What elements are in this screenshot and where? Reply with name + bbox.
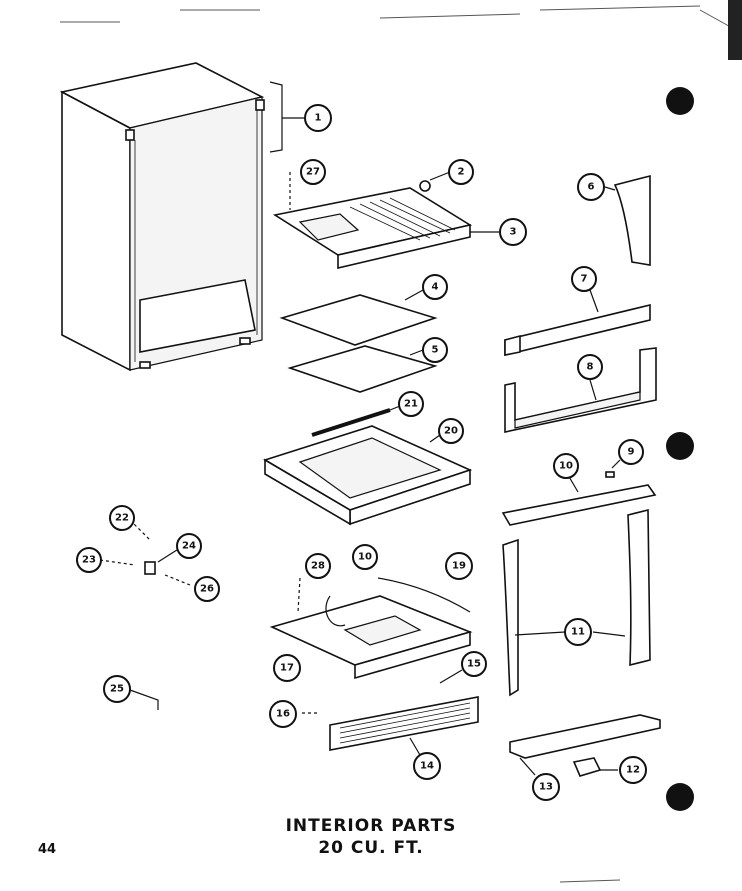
svg-text:5: 5 — [432, 345, 439, 356]
callout: 4 — [422, 274, 448, 300]
svg-text:19: 19 — [452, 561, 466, 572]
svg-text:8: 8 — [587, 362, 594, 373]
svg-text:22: 22 — [115, 513, 129, 524]
door-bin-part — [504, 347, 657, 433]
scan-artifacts — [60, 5, 737, 883]
top-shelf-part — [272, 187, 473, 270]
svg-text:6: 6 — [588, 182, 595, 193]
callout: 9 — [618, 439, 644, 465]
callout: 22 — [109, 505, 135, 531]
svg-text:10: 10 — [358, 552, 372, 563]
diagram-title: INTERIOR PARTS — [285, 816, 457, 836]
callout: 10 — [352, 544, 378, 570]
svg-text:12: 12 — [626, 765, 640, 776]
crisper-pan-part — [269, 595, 473, 680]
svg-text:25: 25 — [110, 684, 124, 695]
callout: 11 — [564, 618, 592, 646]
scan-edge — [728, 0, 742, 60]
callout: 19 — [445, 552, 473, 580]
callout: 20 — [438, 418, 464, 444]
callout: 25 — [103, 675, 131, 703]
registration-dot — [666, 87, 694, 115]
diagram-subtitle: 20 CU. FT. — [318, 838, 424, 858]
door-shelf-rail-part — [504, 303, 651, 357]
stop-button-part — [605, 471, 615, 478]
callout: 10 — [553, 453, 579, 479]
svg-text:14: 14 — [420, 761, 434, 772]
insulation-pad-part — [279, 294, 438, 346]
door-bottom-rail-part — [509, 714, 661, 759]
svg-text:13: 13 — [539, 782, 553, 793]
svg-text:3: 3 — [510, 227, 517, 238]
page-number: 44 — [38, 842, 57, 857]
callout: 21 — [398, 391, 424, 417]
svg-text:20: 20 — [444, 426, 458, 437]
registration-dot — [666, 432, 694, 460]
hinge-part — [144, 561, 156, 575]
callout: 24 — [176, 533, 202, 559]
callout: 28 — [305, 553, 331, 579]
callout: 15 — [461, 651, 487, 677]
svg-text:9: 9 — [628, 447, 635, 458]
callout: 17 — [273, 654, 301, 682]
callout: 27 — [300, 159, 326, 185]
callout: 12 — [619, 756, 647, 784]
cabinet-liner-part — [59, 62, 265, 372]
grille-part — [329, 696, 479, 751]
callout: 14 — [413, 752, 441, 780]
callout: 2 — [448, 159, 474, 185]
svg-text:4: 4 — [432, 282, 439, 293]
crisper-frame-part — [263, 425, 473, 526]
callout: 13 — [532, 773, 560, 801]
callout: 23 — [76, 547, 102, 573]
svg-text:26: 26 — [200, 584, 214, 595]
callout: 16 — [269, 700, 297, 728]
svg-text:28: 28 — [311, 561, 325, 572]
callout: 26 — [194, 576, 220, 602]
door-side-rail-left-part — [502, 538, 519, 697]
callout: 5 — [422, 337, 448, 363]
callout: 3 — [499, 218, 527, 246]
clip-part — [129, 689, 159, 710]
svg-text:2: 2 — [458, 167, 465, 178]
svg-text:11: 11 — [571, 627, 585, 638]
svg-text:7: 7 — [581, 274, 588, 285]
callout: 6 — [577, 173, 605, 201]
door-top-rail-part — [501, 484, 657, 526]
door-trim-part — [613, 174, 651, 266]
svg-text:10: 10 — [559, 461, 573, 472]
svg-text:15: 15 — [467, 659, 481, 670]
registration-dot — [666, 783, 694, 811]
svg-text:24: 24 — [182, 541, 196, 552]
callout: 7 — [571, 266, 597, 292]
svg-text:23: 23 — [82, 555, 96, 566]
door-side-rail-right-part — [627, 508, 651, 667]
svg-text:16: 16 — [276, 709, 290, 720]
svg-text:27: 27 — [306, 167, 320, 178]
svg-text:21: 21 — [404, 399, 418, 410]
glass-panel-part — [287, 345, 438, 393]
svg-text:17: 17 — [280, 663, 294, 674]
svg-text:1: 1 — [315, 113, 322, 124]
light-switch-part — [572, 757, 602, 777]
callout: 1 — [304, 104, 332, 132]
gasket-strip-part — [311, 408, 391, 437]
callout: 8 — [577, 354, 603, 380]
